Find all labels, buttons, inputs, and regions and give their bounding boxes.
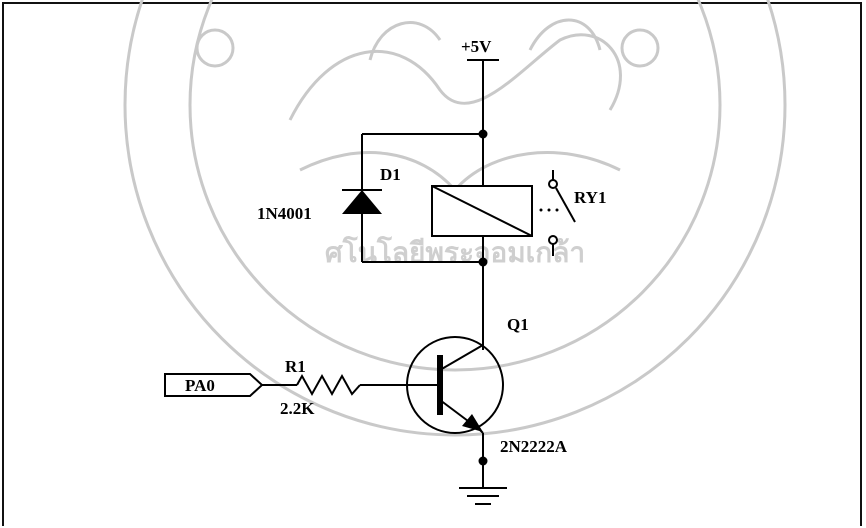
relay-ref-label: RY1: [574, 188, 606, 207]
resistor-value-label: 2.2K: [280, 399, 315, 418]
diode-d1: [342, 134, 382, 262]
relay-linkage-dots: [539, 208, 559, 212]
diode-part-label: 1N4001: [257, 204, 312, 223]
resistor-r1: [262, 373, 407, 397]
transistor-ref-label: Q1: [507, 315, 529, 334]
supply-label: +5V: [461, 37, 492, 56]
transistor-part-label: 2N2222A: [500, 437, 568, 456]
input-port-pa0: [164, 373, 264, 397]
supply-rail: [467, 59, 499, 134]
relay-ry1: [431, 134, 576, 262]
resistor-ref-label: R1: [285, 357, 306, 376]
watermark-text: ศโนโลยีพระจอมเกล้า: [325, 235, 585, 269]
ground: [459, 433, 507, 505]
relay-contacts: [548, 170, 576, 256]
diode-ref-label: D1: [380, 165, 401, 184]
transistor-q1: [406, 336, 504, 434]
input-port-label: PA0: [185, 376, 215, 395]
top-node: [362, 129, 488, 139]
junction-dot: [478, 456, 488, 466]
bottom-node: [362, 257, 488, 350]
